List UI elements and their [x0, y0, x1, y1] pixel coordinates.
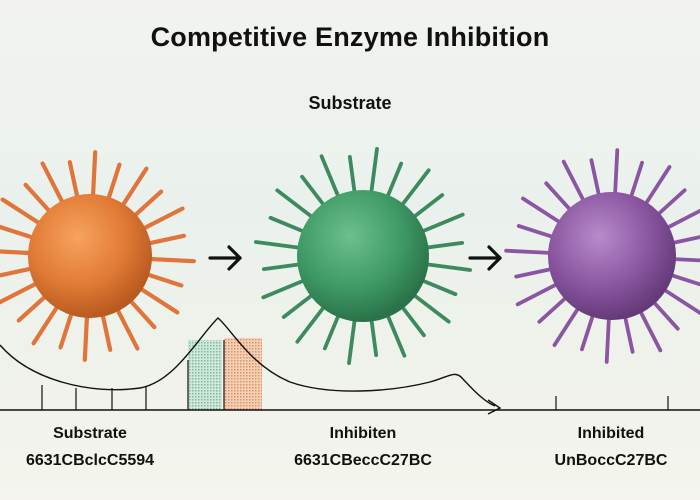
molecule-spike	[275, 188, 316, 221]
inhibited-label: Inhibited	[577, 425, 645, 442]
diagram-title: Competitive Enzyme Inhibition	[150, 22, 550, 52]
molecule-spike	[369, 315, 379, 358]
molecule-spike	[114, 305, 140, 351]
molecule-spike	[126, 296, 157, 330]
molecule-spike	[515, 281, 561, 307]
inhibitor-code: 6631CBeccC27BC	[294, 452, 432, 469]
axis-ticks	[41, 340, 669, 410]
molecule-spike	[670, 257, 700, 263]
molecule-spike	[668, 235, 700, 246]
right-arrow-icon	[468, 245, 502, 271]
molecule-spike	[369, 147, 379, 197]
molecule-spike	[561, 159, 587, 205]
molecule-spike	[0, 224, 37, 241]
molecule-spike	[514, 266, 556, 279]
molecule-spike	[422, 262, 472, 272]
shaded-region-orange	[224, 338, 262, 410]
molecule-spike	[0, 197, 44, 227]
molecule-spike	[119, 166, 149, 210]
substrate-molecule	[28, 194, 152, 318]
right-arrow-icon	[208, 245, 242, 271]
molecule-spike	[16, 292, 50, 323]
molecule-spike	[268, 215, 308, 235]
molecule-spike	[552, 304, 582, 347]
molecule-spike	[418, 277, 458, 297]
molecule-spike	[628, 160, 644, 201]
substrate-spikes	[0, 150, 196, 362]
molecule-spike	[580, 311, 596, 352]
molecule-spike	[254, 240, 304, 250]
molecule-spike	[660, 286, 700, 316]
molecule-spike	[0, 266, 36, 278]
molecule-spike	[667, 272, 700, 287]
molecule-spike	[139, 206, 185, 232]
substrate-code: 6631CBclcC5594	[25, 452, 155, 469]
molecule-spike	[663, 208, 700, 231]
molecule-spike	[650, 298, 680, 331]
inhibited-molecule	[548, 192, 676, 320]
molecule-spike	[521, 196, 564, 226]
molecule-spike	[295, 303, 328, 344]
molecule-spike	[642, 165, 672, 208]
molecule-spike	[544, 181, 574, 214]
inhibitor-spikes	[254, 147, 472, 365]
molecule-spike	[145, 256, 196, 264]
molecule-spike	[319, 154, 342, 201]
molecule-spike	[58, 309, 75, 350]
inhibitor-molecule	[297, 190, 429, 322]
molecule-spike	[410, 193, 445, 221]
energy-curve	[0, 317, 496, 407]
molecule-spike	[504, 248, 554, 255]
molecule-spike	[0, 280, 41, 305]
molecule-spike	[67, 160, 80, 202]
molecule-spike	[130, 189, 164, 220]
molecule-spike	[143, 271, 184, 288]
molecule-spike	[105, 162, 122, 203]
molecule-spike	[136, 285, 180, 315]
inhibited-spikes	[504, 148, 700, 364]
molecule-spike	[261, 262, 304, 272]
curve-arrowhead-icon	[487, 399, 502, 415]
molecule-spike	[613, 148, 620, 198]
molecule-spike	[82, 311, 90, 362]
molecule-spike	[398, 168, 431, 209]
molecule-spike	[384, 161, 404, 201]
molecule-spike	[300, 174, 328, 209]
inhibitor-label: Inhibiten	[329, 425, 397, 442]
molecule-spike	[604, 314, 611, 364]
inhibited-code: UnBoccC27BC	[554, 452, 668, 469]
substrate-label: Substrate	[53, 425, 127, 442]
molecule-spike	[410, 291, 451, 324]
molecule-spike	[384, 311, 407, 358]
diagram-subtitle: Substrate	[308, 93, 392, 113]
molecule-spike	[398, 303, 426, 338]
molecule-spike	[537, 294, 570, 324]
molecule-spike	[100, 310, 113, 352]
molecule-spike	[422, 240, 465, 250]
molecule-spike	[637, 307, 663, 353]
molecule-spike	[589, 158, 602, 200]
molecule-spike	[418, 212, 465, 235]
shaded-region-green	[188, 340, 222, 410]
molecule-spike	[0, 249, 35, 256]
molecule-spike	[347, 154, 357, 197]
molecule-spike	[261, 277, 308, 300]
molecule-spike	[144, 233, 186, 246]
molecule-spike	[90, 150, 98, 201]
molecule-spike	[31, 302, 61, 346]
molecule-spike	[654, 188, 687, 218]
molecule-spike	[23, 182, 54, 216]
molecule-spike	[322, 311, 342, 351]
molecule-spike	[40, 161, 66, 207]
molecule-spike	[281, 291, 316, 319]
molecule-spike	[347, 315, 357, 365]
molecule-spike	[622, 312, 635, 354]
molecule-spike	[516, 224, 557, 240]
